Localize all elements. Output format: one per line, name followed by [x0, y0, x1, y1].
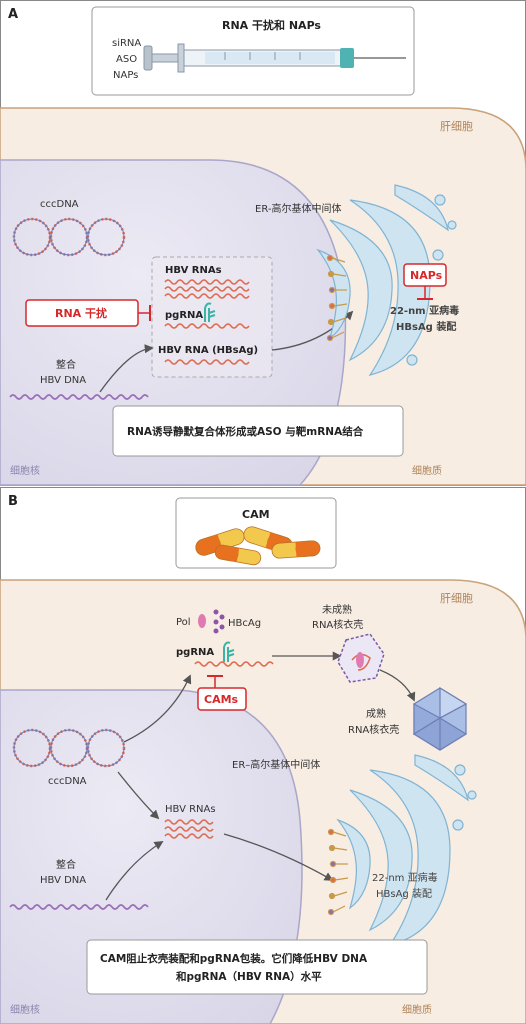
integrated-dna-icon	[9, 394, 149, 400]
mechanism-text-b: 和pgRNA（HBV RNA）水平	[175, 970, 322, 983]
nucleus-label-a: 细胞核	[10, 464, 40, 477]
cam-title: CAM	[242, 508, 270, 521]
pol-icon	[198, 614, 206, 628]
panel-b-letter: B	[8, 494, 18, 509]
immature-label: 未成熟	[322, 603, 352, 616]
immature-label: RNA核衣壳	[312, 618, 363, 631]
pgrna-label-a: pgRNA	[165, 310, 203, 321]
rna-interference-label: RNA 干扰	[55, 306, 107, 320]
drug-item: ASO	[116, 54, 137, 65]
hbv-rna-strands	[164, 279, 250, 299]
hbv-rna-hbsag-label: HBV RNA (HBsAg)	[158, 345, 258, 356]
naps-label: NAPs	[410, 269, 443, 282]
cams-box	[197, 687, 247, 711]
er-golgi-label-a: ER-高尔基体中间体	[255, 202, 341, 215]
hbsag-spikes-b	[327, 828, 349, 916]
mature-capsid-icon	[412, 686, 468, 751]
syringe-icon	[143, 43, 406, 73]
mature-label: RNA核衣壳	[348, 723, 399, 736]
assembly-label-b: HBsAg 装配	[376, 887, 432, 900]
hbcag-icon	[213, 609, 225, 634]
assembly-label-b: 22-nm 亚病毒	[372, 871, 438, 884]
hbcag-label: HBcAg	[228, 618, 261, 629]
panel-a: A 肝细胞 细胞核 细胞质 RNA 干扰和 NAPs siRNA ASO NAP…	[0, 0, 526, 486]
cccdna-label-b: cccDNA	[48, 776, 87, 787]
pgrna-stemloop-icon-b	[223, 641, 235, 662]
mechanism-box-a	[112, 405, 404, 457]
panel-a-letter: A	[8, 7, 18, 22]
integrated-label-a: 整合	[56, 358, 76, 371]
mechanism-box-b	[86, 939, 428, 995]
integrated-label-b: HBV DNA	[40, 875, 86, 886]
hbv-rnas-label-a: HBV RNAs	[165, 265, 222, 276]
nucleus-label-b: 细胞核	[10, 1003, 40, 1016]
cytoplasm-label-b: 细胞质	[402, 1003, 432, 1016]
hbv-rnas-label-b: HBV RNAs	[165, 804, 216, 815]
integrated-label-b: 整合	[56, 858, 76, 871]
assembly-label-a: HBsAg 装配	[396, 320, 456, 333]
mechanism-text-b: CAM阻止衣壳装配和pgRNA包装。它们降低HBV DNA	[100, 952, 368, 965]
pgrna-stemloop-icon	[204, 302, 216, 322]
er-golgi-label-b: ER–高尔基体中间体	[232, 758, 320, 771]
hbv-rna-strands-b	[164, 819, 214, 839]
integrated-dna-icon-b	[9, 904, 149, 910]
cccdna-label-a: cccDNA	[40, 199, 79, 210]
drug-item: siRNA	[112, 38, 141, 49]
hepatocyte-label-a: 肝细胞	[440, 120, 473, 133]
drug-box-title: RNA 干扰和 NAPs	[222, 18, 321, 32]
panel-b: B 肝细胞 细胞核 细胞质 CAM Pol HBcAg pgRNA	[0, 487, 526, 1024]
drug-item: NAPs	[113, 70, 138, 81]
capsule-pill-icons	[195, 526, 321, 566]
hepatocyte-label-b: 肝细胞	[440, 592, 473, 605]
er-golgi-icon	[316, 184, 457, 376]
pgrna-label-b: pgRNA	[176, 647, 214, 658]
cams-label: CAMs	[204, 693, 239, 706]
mechanism-text-a: RNA诱导静默复合体形成或ASO 与靶mRNA结合	[127, 425, 364, 438]
integrated-label-a: HBV DNA	[40, 375, 86, 386]
er-golgi-icon-b	[336, 754, 477, 946]
hbsag-spikes	[326, 254, 348, 342]
assembly-label-a: 22-nm 亚病毒	[390, 304, 459, 317]
pol-label: Pol	[176, 617, 191, 628]
cytoplasm-label-a: 细胞质	[412, 464, 442, 477]
immature-capsid-icon	[337, 633, 385, 683]
mature-label: 成熟	[366, 707, 386, 720]
